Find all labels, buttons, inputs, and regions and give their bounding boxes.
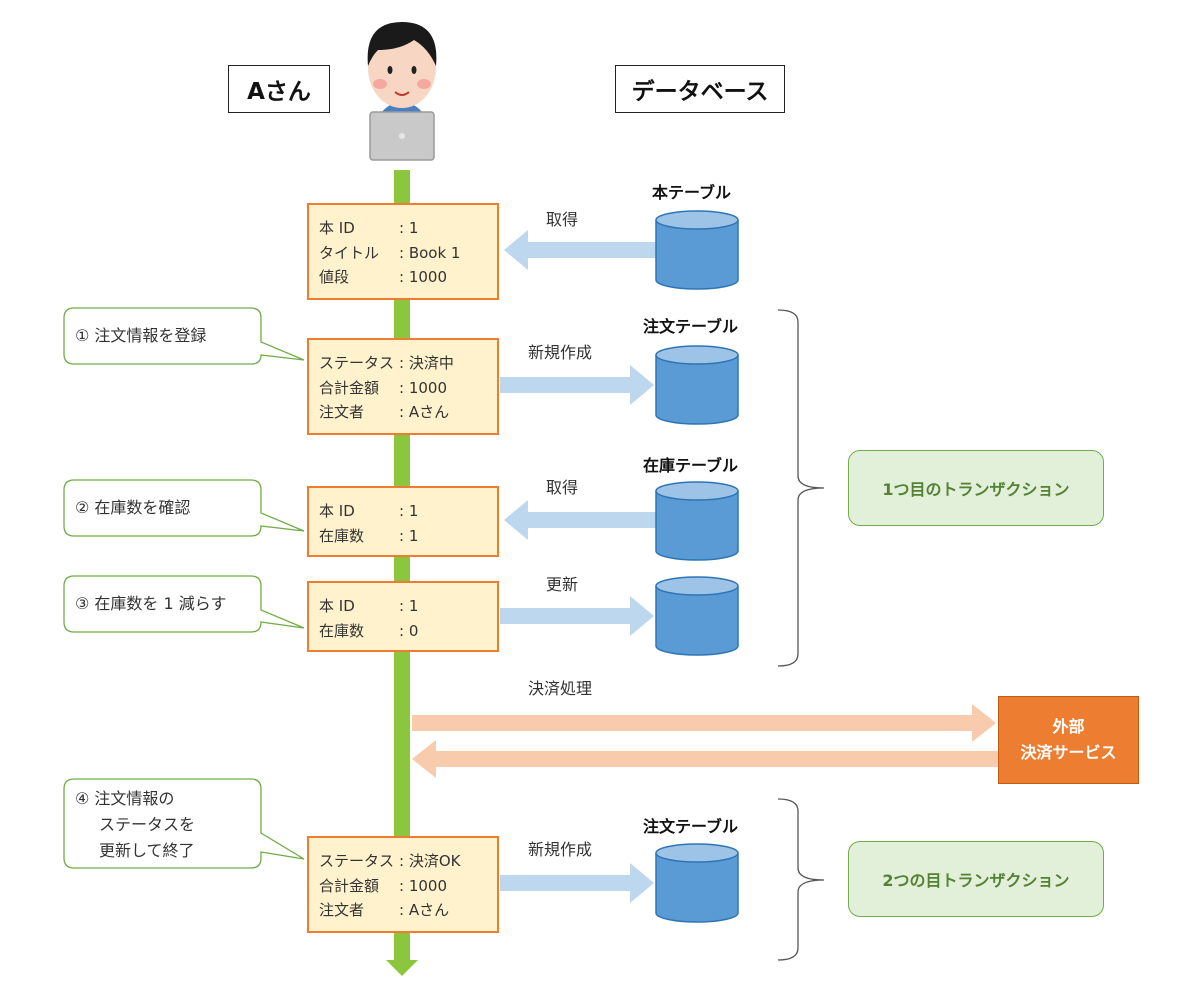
arrow-label-update-stock: 更新 bbox=[546, 575, 579, 594]
field-label: 注文者 bbox=[319, 403, 365, 421]
field-label: 値段 bbox=[319, 268, 350, 286]
stock-update-card: 本 ID : 1 在庫数 : 0 bbox=[307, 581, 499, 652]
database-cylinder-icon bbox=[655, 843, 739, 923]
field-label: タイトル bbox=[319, 243, 380, 262]
timeline-arrowhead bbox=[386, 960, 418, 976]
field-label: 本 ID bbox=[319, 502, 355, 520]
arrow-label-create-order-2: 新規作成 bbox=[528, 840, 593, 859]
field-value: : Book 1 bbox=[399, 243, 461, 262]
step-line: ③ 在庫数を 1 減らす bbox=[75, 594, 227, 613]
arrow-payment-response bbox=[412, 740, 998, 778]
arrow-label-get-book: 取得 bbox=[546, 210, 579, 229]
database-cylinder-icon bbox=[655, 576, 739, 656]
card-row: 合計金額 : 1000 bbox=[319, 874, 497, 899]
card-row: 在庫数 : 0 bbox=[319, 619, 497, 644]
arrow-update-stock bbox=[500, 596, 654, 636]
field-value: : 決済OK bbox=[399, 852, 461, 870]
card-row: 本 ID : 1 bbox=[319, 594, 497, 619]
arrow-label-payment: 決済処理 bbox=[528, 679, 593, 698]
table-label-order-2: 注文テーブル bbox=[643, 817, 739, 836]
transaction-1-box: 1つ目のトランザクション bbox=[848, 450, 1104, 526]
step-line: ④ 注文情報の bbox=[75, 789, 175, 808]
arrow-payment-request bbox=[412, 704, 996, 742]
step-line: ① 注文情報を登録 bbox=[75, 326, 207, 345]
callout-bubble bbox=[63, 479, 305, 537]
person-with-laptop-icon bbox=[367, 22, 437, 161]
transaction-2-box: 2つの目トランザクション bbox=[848, 841, 1104, 917]
external-service-line-1: 外部 bbox=[1052, 717, 1085, 736]
field-value: : 1000 bbox=[399, 268, 447, 286]
card-row: 注文者 : Aさん bbox=[319, 400, 497, 425]
table-label-book: 本テーブル bbox=[652, 183, 732, 202]
arrow-label-create-order: 新規作成 bbox=[528, 343, 593, 362]
card-row: ステータス: 決済OK bbox=[319, 849, 497, 874]
field-value: : 1 bbox=[399, 219, 419, 237]
field-value: : 1 bbox=[399, 597, 419, 615]
card-row: 在庫数 : 1 bbox=[319, 524, 497, 549]
callout-bubble bbox=[63, 575, 305, 633]
arrow-create-order-2 bbox=[500, 863, 654, 903]
step-line: ステータスを bbox=[99, 815, 196, 834]
field-value: : 決済中 bbox=[399, 354, 454, 372]
arrow-get-book bbox=[504, 230, 656, 270]
step-4-text: ④ 注文情報の ステータスを 更新して終了 bbox=[75, 786, 195, 864]
order-update-card: ステータス: 決済OK 合計金額 : 1000 注文者 : Aさん bbox=[307, 836, 499, 933]
transaction-brace bbox=[777, 798, 825, 961]
transaction-brace bbox=[777, 309, 825, 667]
field-label: ステータス bbox=[319, 354, 395, 372]
card-row: 値段 : 1000 bbox=[319, 265, 497, 290]
card-row: 合計金額 : 1000 bbox=[319, 376, 497, 401]
database-header: データベース bbox=[615, 65, 785, 113]
field-label: 在庫数 bbox=[319, 526, 365, 545]
step-2-text: ② 在庫数を確認 bbox=[75, 495, 190, 521]
field-value: : 0 bbox=[399, 621, 419, 640]
field-label: 本 ID bbox=[319, 597, 355, 615]
step-1-text: ① 注文情報を登録 bbox=[75, 323, 206, 349]
external-service-line-2: 決済サービス bbox=[1020, 743, 1117, 762]
table-label-order: 注文テーブル bbox=[643, 317, 739, 336]
field-value: : 1 bbox=[399, 526, 419, 545]
field-label: 注文者 bbox=[319, 901, 365, 919]
order-card: ステータス: 決済中 合計金額 : 1000 注文者 : Aさん bbox=[307, 338, 499, 435]
database-cylinder-icon bbox=[655, 210, 739, 290]
field-value: : 1000 bbox=[399, 876, 447, 895]
book-info-card: 本 ID : 1 タイトル : Book 1 値段 : 1000 bbox=[307, 203, 499, 300]
arrow-create-order bbox=[500, 365, 654, 405]
card-row: ステータス: 決済中 bbox=[319, 351, 497, 376]
table-label-stock: 在庫テーブル bbox=[643, 456, 739, 475]
field-value: : Aさん bbox=[399, 403, 450, 421]
field-value: : Aさん bbox=[399, 901, 450, 919]
field-value: : 1000 bbox=[399, 378, 447, 397]
database-cylinder-icon bbox=[655, 345, 739, 425]
field-label: 本 ID bbox=[319, 219, 355, 237]
step-3-text: ③ 在庫数を 1 減らす bbox=[75, 591, 226, 617]
arrow-get-stock bbox=[504, 500, 656, 540]
arrow-label-get-stock: 取得 bbox=[546, 478, 579, 497]
field-label: 在庫数 bbox=[319, 621, 365, 640]
callout-bubble bbox=[63, 778, 305, 869]
field-label: ステータス bbox=[319, 852, 395, 870]
stock-check-card: 本 ID : 1 在庫数 : 1 bbox=[307, 486, 499, 557]
user-header: Aさん bbox=[228, 65, 330, 113]
callout-bubble bbox=[63, 307, 305, 365]
step-line: ② 在庫数を確認 bbox=[75, 498, 191, 517]
card-row: 注文者 : Aさん bbox=[319, 898, 497, 923]
field-label: 合計金額 bbox=[319, 378, 380, 397]
card-row: タイトル : Book 1 bbox=[319, 241, 497, 266]
database-cylinder-icon bbox=[655, 481, 739, 561]
external-payment-service: 外部 決済サービス bbox=[998, 696, 1139, 784]
card-row: 本 ID : 1 bbox=[319, 499, 497, 524]
field-value: : 1 bbox=[399, 502, 419, 520]
card-row: 本 ID : 1 bbox=[319, 216, 497, 241]
step-line: 更新して終了 bbox=[99, 841, 195, 860]
field-label: 合計金額 bbox=[319, 876, 380, 895]
